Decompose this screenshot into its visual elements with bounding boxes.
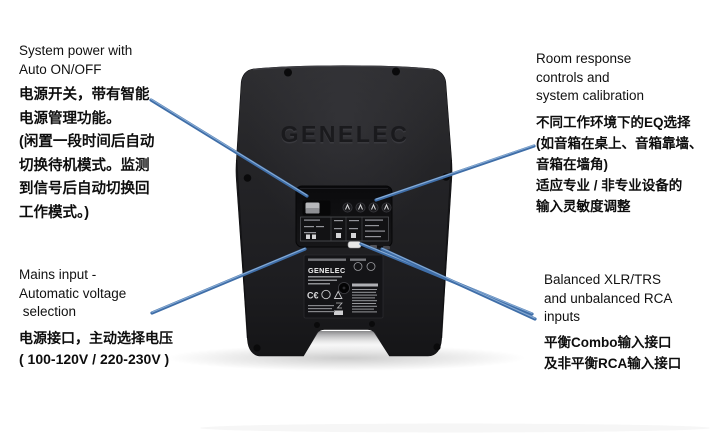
mains-connector	[347, 241, 390, 250]
callout-mains-zh: 电源接口，主动选择电压	[19, 329, 173, 346]
svg-text:GENELEC: GENELEC	[281, 122, 410, 148]
callout-room-zh: 不同工作环境下的EQ选择	[536, 114, 691, 130]
round-connector	[337, 281, 351, 295]
power-switch	[302, 200, 331, 216]
warning-text-block	[352, 283, 378, 313]
callout-mains-title: Mains input -	[19, 267, 97, 282]
callout-power-title: System power with	[19, 43, 133, 58]
callout-lines	[149, 98, 537, 321]
callout-room-response: Room response controls and system calibr…	[536, 51, 703, 214]
callout-line-room	[374, 144, 536, 202]
embossed-brand: GENELEC GENELEC	[281, 121, 410, 148]
amplifier-label: GENELEC C€	[303, 254, 384, 319]
screw-holes	[243, 67, 450, 352]
callout-line-inputs-rca	[380, 247, 537, 321]
callout-power: System power with Auto ON/OFF 电源开关，带有智能 …	[19, 42, 219, 225]
callout-inputs-title: Balanced XLR/TRS	[544, 272, 662, 287]
callout-line-mains	[150, 247, 307, 315]
label-brand-text: GENELEC	[308, 266, 346, 275]
room-response-knobs	[340, 199, 392, 216]
callout-line-power	[149, 98, 309, 198]
callout-mains-input: Mains input - Automatic voltage selectio…	[19, 266, 229, 370]
callout-inputs-zh: 平衡Combo输入接口	[544, 334, 672, 350]
connector-bay	[295, 185, 393, 250]
svg-text:C€: C€	[307, 291, 319, 301]
settings-label-strip	[300, 216, 389, 242]
callout-audio-inputs: Balanced XLR/TRS and unbalanced RCA inpu…	[544, 271, 708, 374]
certification-marks: C€	[307, 289, 343, 315]
callout-room-title: Room response	[536, 51, 632, 66]
svg-text:GENELEC: GENELEC	[281, 121, 410, 147]
callout-power-zh: 电源开关，带有智能	[19, 87, 150, 103]
stand-cutout	[304, 331, 389, 356]
